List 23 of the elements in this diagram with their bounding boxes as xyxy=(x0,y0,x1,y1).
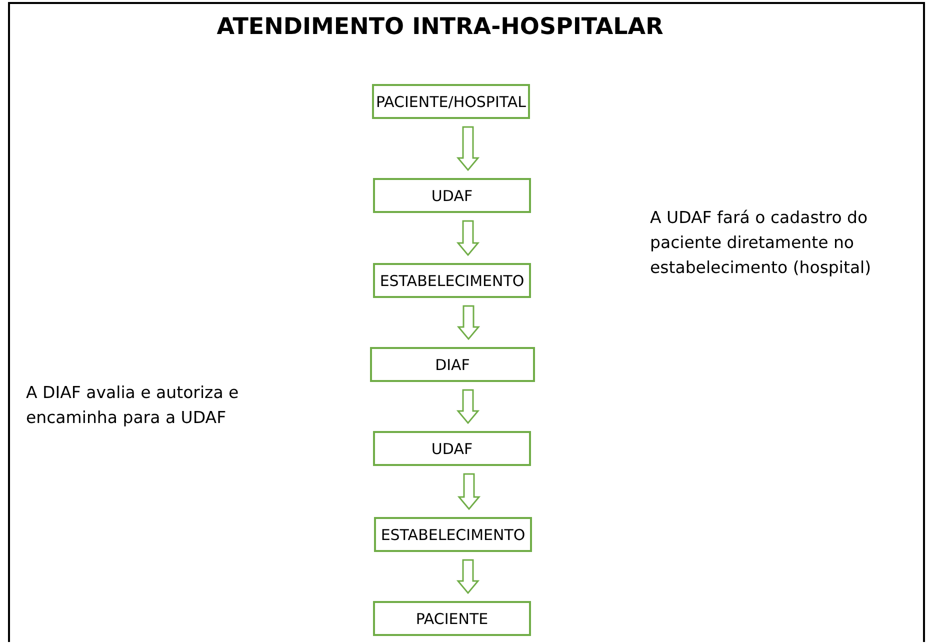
diagram-title: ATENDIMENTO INTRA-HOSPITALAR xyxy=(216,14,664,40)
box-label: UDAF xyxy=(431,186,473,204)
process-box xyxy=(372,84,530,119)
box-label: PACIENTE/HOSPITAL xyxy=(376,92,526,110)
down-arrow xyxy=(456,220,480,256)
down-arrow xyxy=(456,559,480,594)
note-text: A UDAF fará o cadastro do paciente diretamente no estabelecimento (hospital) xyxy=(650,207,872,279)
down-arrow xyxy=(457,473,481,510)
process-box xyxy=(370,347,535,382)
down-arrow xyxy=(456,389,480,424)
box-label: ESTABELECIMENTO xyxy=(380,272,524,290)
process-box xyxy=(373,263,531,298)
process-box xyxy=(374,517,532,552)
box-label: DIAF xyxy=(435,356,470,374)
process-box xyxy=(373,601,531,636)
box-label: UDAF xyxy=(431,440,473,458)
down-arrow xyxy=(456,305,480,340)
process-box xyxy=(373,178,531,213)
box-label: PACIENTE xyxy=(416,610,488,628)
box-label: ESTABELECIMENTO xyxy=(380,526,526,544)
process-box xyxy=(373,431,531,466)
note-text: A DIAF avalia e autoriza e encaminha para a UDAF xyxy=(26,382,240,429)
down-arrow xyxy=(456,126,480,172)
